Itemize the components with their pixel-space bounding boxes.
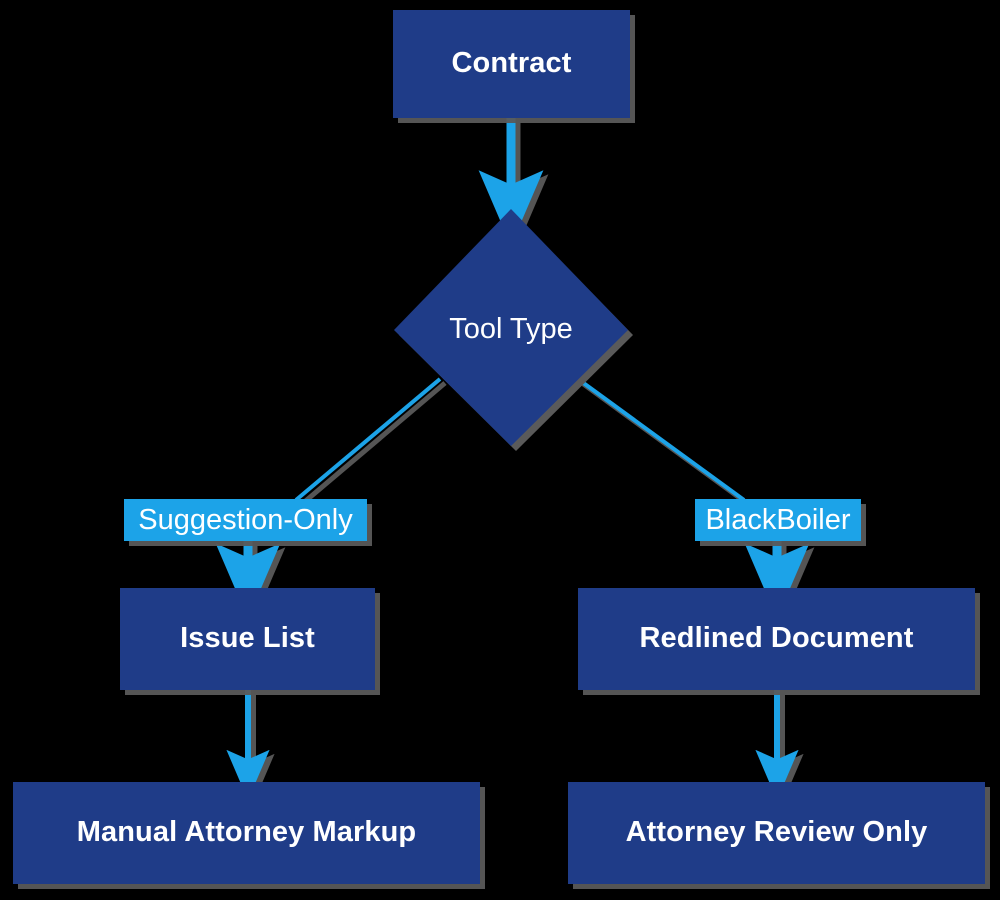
edge-label-blackboiler[interactable]: BlackBoiler (695, 499, 861, 541)
node-contract-label: Contract (451, 47, 572, 80)
node-manual-attorney-markup-label: Manual Attorney Markup (76, 816, 417, 849)
node-issue-list-label: Issue List (180, 622, 315, 655)
node-tool-type-label: Tool Type (449, 313, 573, 346)
node-tool-type[interactable]: Tool Type (389, 209, 633, 451)
edge-tool-type-to-suggestion-only (294, 377, 442, 502)
node-contract[interactable]: Contract (393, 10, 630, 118)
node-manual-attorney-markup[interactable]: Manual Attorney Markup (13, 782, 480, 884)
edge-shadow-tooltype-suggestion (300, 381, 447, 506)
diamond-shape (394, 209, 633, 451)
node-issue-list[interactable]: Issue List (120, 588, 375, 690)
edge-label-suggestion-only-text: Suggestion-Only (138, 503, 353, 536)
edge-label-blackboiler-text: BlackBoiler (705, 503, 851, 536)
edge-label-suggestion-only[interactable]: Suggestion-Only (124, 499, 367, 541)
node-attorney-review-only[interactable]: Attorney Review Only (568, 782, 985, 884)
node-redlined-document[interactable]: Redlined Document (578, 588, 975, 690)
node-attorney-review-only-label: Attorney Review Only (625, 816, 928, 849)
edge-tool-type-to-blackboiler (576, 377, 746, 502)
node-redlined-document-label: Redlined Document (639, 622, 914, 655)
